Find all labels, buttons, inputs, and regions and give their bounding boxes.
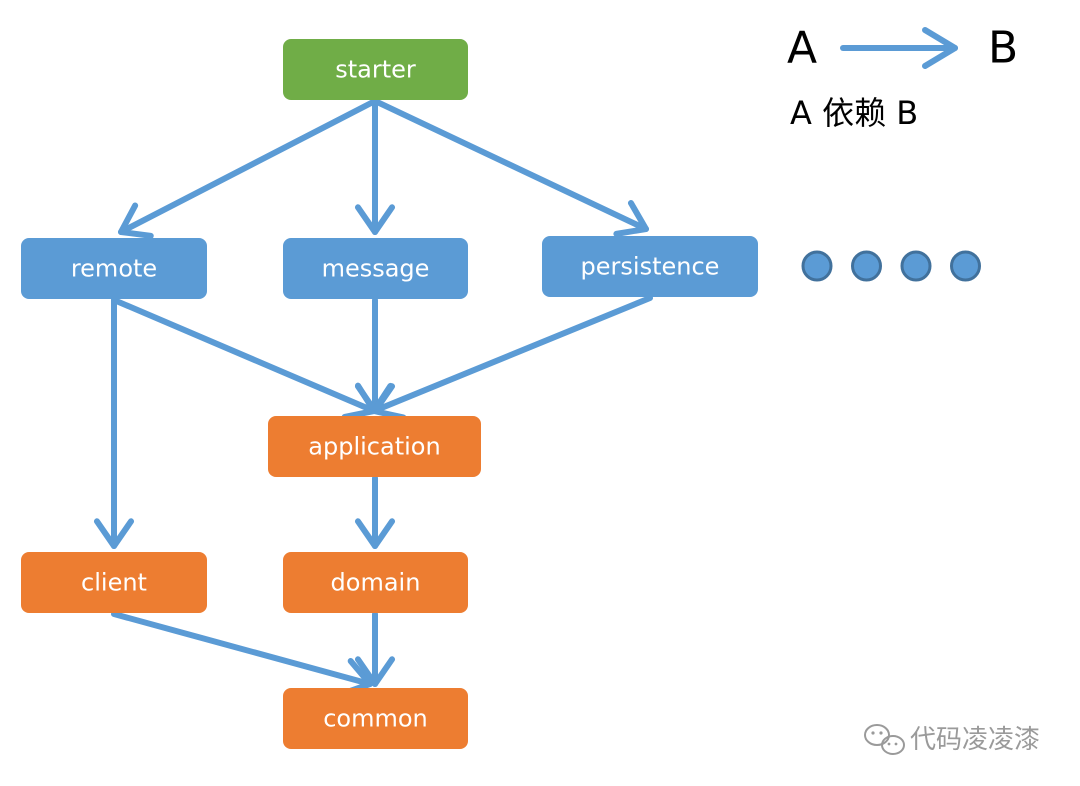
edge-line [371, 295, 653, 414]
edge-remote-to-application [111, 297, 377, 420]
edge-application-to-domain [354, 475, 396, 549]
node-client: client [21, 552, 207, 613]
edge-arrow-head [613, 200, 649, 237]
node-application: application [268, 416, 481, 477]
ellipsis-dot [950, 250, 981, 282]
edge-arrow-head [118, 202, 154, 239]
edge-line [118, 98, 378, 235]
edge-starter-to-message [354, 98, 396, 235]
node-label-remote: remote [71, 255, 157, 283]
node-label-domain: domain [331, 569, 421, 597]
node-box-starter [283, 39, 468, 100]
node-box-message [283, 238, 468, 299]
node-box-persistence [542, 236, 758, 297]
node-common: common [283, 688, 468, 749]
edge-line [372, 98, 649, 232]
edge-remote-to-client [93, 297, 135, 549]
legend: A B A 依赖 B [787, 23, 1018, 133]
edge-arrow-head [93, 518, 135, 549]
legend-arrow-head [922, 27, 958, 69]
node-box-common [283, 688, 468, 749]
edge-client-to-common [111, 611, 373, 697]
node-message: message [283, 238, 468, 299]
edge-arrow-head [371, 382, 407, 421]
node-label-message: message [322, 255, 430, 283]
edge-persistence-to-application [371, 295, 653, 421]
edge-line [111, 611, 373, 687]
edge-domain-to-common [354, 611, 396, 687]
node-starter: starter [283, 39, 468, 100]
node-label-application: application [308, 433, 440, 461]
wechat-icon [864, 724, 905, 755]
node-box-domain [283, 552, 468, 613]
node-box-remote [21, 238, 207, 299]
ellipsis-dot [900, 250, 932, 282]
edge-starter-to-persistence [372, 98, 649, 237]
node-label-starter: starter [335, 56, 416, 84]
ellipsis-dots [801, 250, 981, 282]
legend-to-letter: B [988, 23, 1018, 74]
nodes-layer: starter remote message persistence applicati… [21, 39, 758, 749]
watermark-text: 代码凌凌漆 [910, 725, 1040, 755]
node-box-client [21, 552, 207, 613]
node-box-application [268, 416, 481, 477]
ellipsis-dot [851, 250, 882, 282]
node-label-common: common [323, 705, 428, 733]
legend-caption: A 依赖 B [790, 94, 918, 132]
edge-starter-to-remote [118, 98, 378, 239]
edge-arrow-head [354, 518, 396, 549]
edge-line [111, 297, 377, 414]
edges-layer [93, 98, 653, 697]
ellipsis-dot [801, 250, 833, 282]
edge-arrow-head [354, 656, 396, 687]
node-domain: domain [283, 552, 468, 613]
edge-arrow-head [354, 204, 396, 235]
legend-from-letter: A [787, 23, 817, 74]
node-label-client: client [81, 569, 147, 597]
node-persistence: persistence [542, 236, 758, 297]
node-remote: remote [21, 238, 207, 299]
node-label-persistence: persistence [581, 253, 720, 281]
watermark: 代码凌凌漆 [864, 724, 1040, 755]
